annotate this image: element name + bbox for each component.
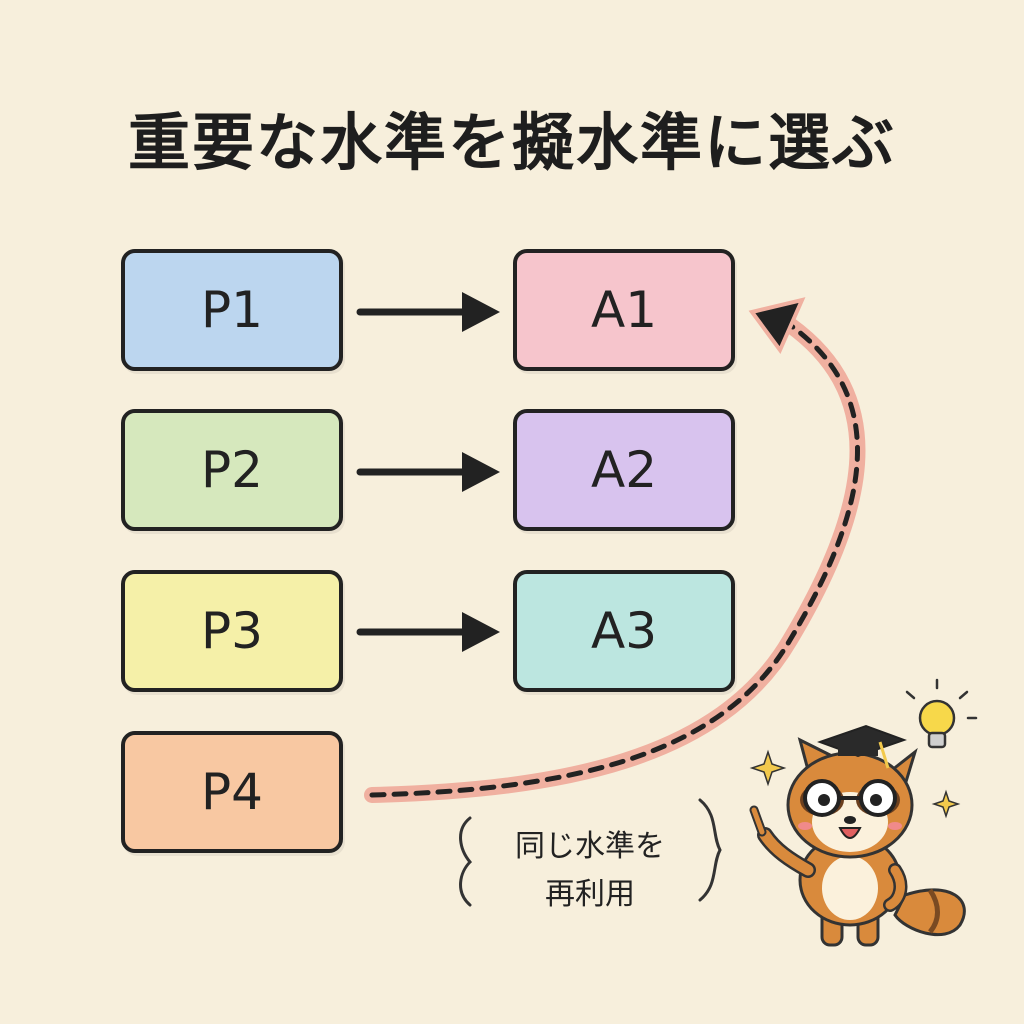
reuse-note-line1: 同じ水準を — [515, 829, 665, 864]
tanuki-mascot — [749, 724, 966, 947]
box-a1-label: A1 — [590, 281, 657, 339]
box-a3: A3 — [513, 570, 735, 692]
diagram-title: 重要な水準を擬水準に選ぶ — [127, 106, 896, 179]
box-p4-label: P4 — [201, 763, 263, 821]
box-p3-label: P3 — [201, 602, 263, 660]
lightbulb-icon — [905, 678, 978, 749]
box-a2: A2 — [513, 409, 735, 531]
box-p4: P4 — [121, 731, 343, 853]
arrow-p3-a3 — [356, 612, 500, 652]
box-p1: P1 — [121, 249, 343, 371]
box-a2-label: A2 — [590, 441, 657, 499]
box-a1: A1 — [513, 249, 735, 371]
reuse-note: 同じ水準を 再利用 — [480, 823, 700, 919]
reuse-curve-arrow — [364, 297, 866, 803]
note-left-brace-icon — [459, 816, 473, 907]
arrow-p1-a1 — [356, 292, 500, 332]
box-p3: P3 — [121, 570, 343, 692]
sparkle-icon — [931, 789, 961, 819]
box-p2-label: P2 — [201, 441, 263, 499]
box-a3-label: A3 — [590, 602, 657, 660]
sparkle-icon — [749, 749, 787, 787]
box-p2: P2 — [121, 409, 343, 531]
reuse-note-line2: 再利用 — [545, 877, 635, 912]
box-p1-label: P1 — [201, 281, 263, 339]
arrow-p2-a2 — [356, 452, 500, 492]
note-right-brace-icon — [698, 798, 722, 902]
